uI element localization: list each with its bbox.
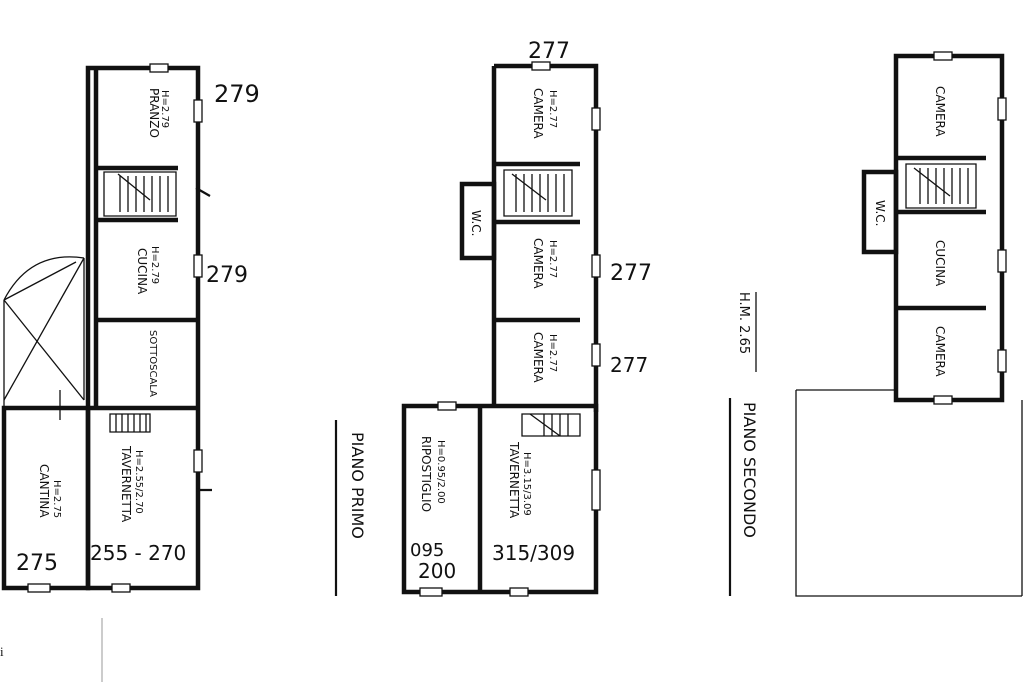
height-annotation-279-top: 279: [214, 80, 260, 108]
height-annotation-275: 275: [16, 551, 58, 576]
room-height-camera-2: H=2.77: [547, 240, 558, 278]
room-label-cucina: CUCINA: [135, 248, 149, 295]
room-label-cucina-2: CUCINA: [933, 240, 947, 287]
room-label-cantina: CANTINA: [37, 464, 51, 518]
room-label-tavernetta-1: TAVERNETTA: [507, 441, 521, 519]
room-label-camera-top: CAMERA: [933, 86, 947, 137]
room-label-ripostiglio: RIPOSTIGLIO: [419, 436, 433, 512]
height-annotation-279-mid: 279: [206, 263, 248, 288]
room-label-sottoscala: SOTTOSCALA: [147, 330, 158, 397]
height-annotation-277-top: 277: [528, 39, 570, 64]
room-height-tavernetta-1: H=3.15/3.09: [521, 452, 532, 516]
room-label-camera-2: CAMERA: [531, 238, 545, 289]
room-label-pranzo: PRANZO: [147, 88, 161, 138]
second-floor-labels: CAMERA W.C. CUCINA CAMERA PIANO SECONDO …: [728, 86, 947, 596]
room-height-tavernetta: H=2.55/2.70: [133, 450, 144, 514]
room-label-camera-3: CAMERA: [531, 332, 545, 383]
room-height-pranzo: H=2.79: [159, 90, 170, 128]
height-annotation-315-309: 315/309: [492, 541, 575, 565]
room-height-ripostiglio: H=0.95/2.00: [435, 440, 446, 504]
height-annotation-200: 200: [418, 559, 456, 583]
room-height-camera-1: H=2.77: [547, 90, 558, 128]
second-floor-plan: [795, 51, 1023, 597]
first-floor-labels: 277 CAMERA H=2.77 W.C. CAMERA H=2.77 CAM…: [334, 39, 652, 596]
footer-fragments: i: [0, 618, 103, 682]
room-label-camera-bottom: CAMERA: [933, 326, 947, 377]
floor-title-piano-secondo: PIANO SECONDO: [740, 402, 759, 538]
footer-mark: i: [0, 644, 4, 659]
ground-floor-plan: [1, 63, 212, 593]
floor-title-piano-primo: PIANO PRIMO: [348, 432, 367, 539]
room-height-cucina: H=2.79: [149, 246, 160, 284]
height-annotation-277-mid: 277: [610, 261, 652, 286]
height-annotation-095: 095: [410, 540, 444, 561]
first-floor-plan: [401, 61, 601, 597]
room-label-wc: W.C.: [469, 210, 483, 237]
height-annotation-277-low: 277: [610, 353, 648, 377]
room-label-wc-2: W.C.: [873, 200, 887, 227]
height-annotation-255-270: 255 - 270: [90, 541, 186, 565]
room-height-camera-3: H=2.77: [547, 334, 558, 372]
room-label-tavernetta: TAVERNETTA: [119, 445, 133, 523]
room-height-cantina: H=2.75: [51, 480, 62, 518]
height-note-hm: H.M. 2.65: [736, 292, 751, 354]
ground-floor-labels: PRANZO H=2.79 CUCINA H=2.79 SOTTOSCALA C…: [16, 80, 260, 576]
room-label-camera-1: CAMERA: [531, 88, 545, 139]
